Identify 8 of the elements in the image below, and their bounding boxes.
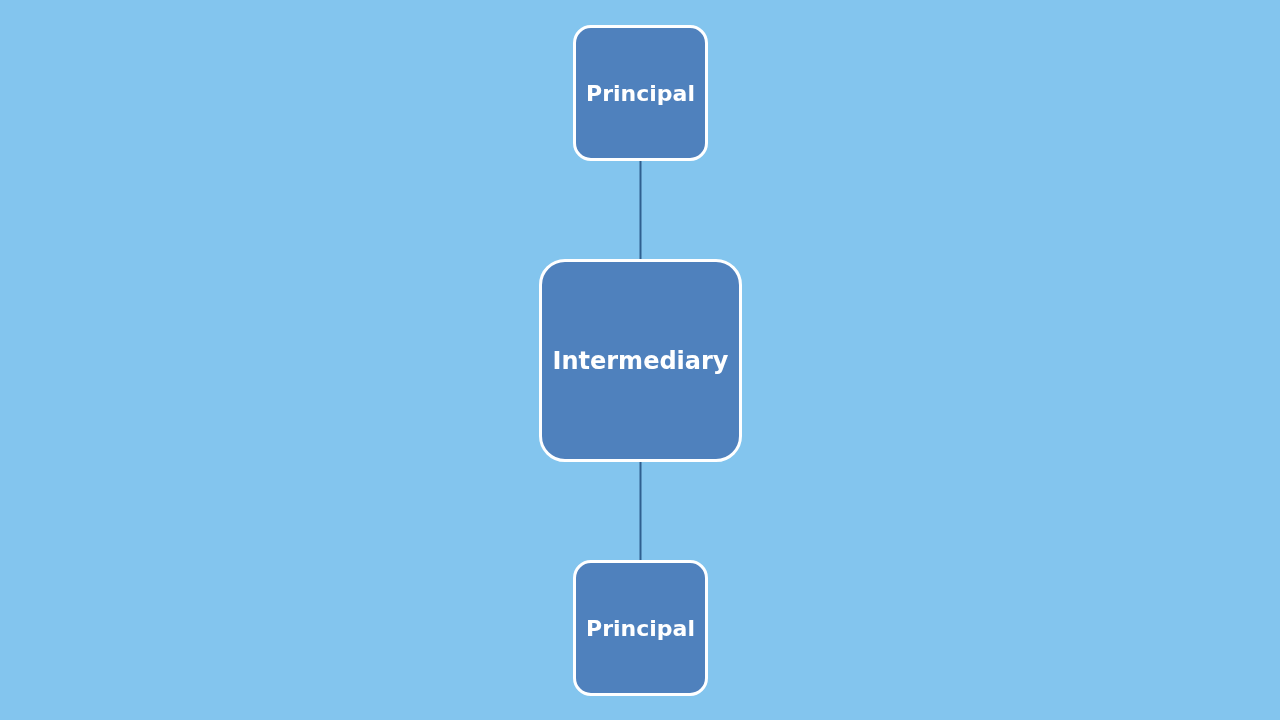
rounded-box [573, 560, 708, 696]
node-label: Intermediary [551, 346, 730, 375]
node-label: Principal [585, 615, 696, 641]
rounded-box [539, 259, 742, 462]
connector-line [639, 160, 642, 260]
rounded-box [573, 25, 708, 161]
node-label: Principal [585, 80, 696, 106]
connector-line [639, 461, 642, 561]
